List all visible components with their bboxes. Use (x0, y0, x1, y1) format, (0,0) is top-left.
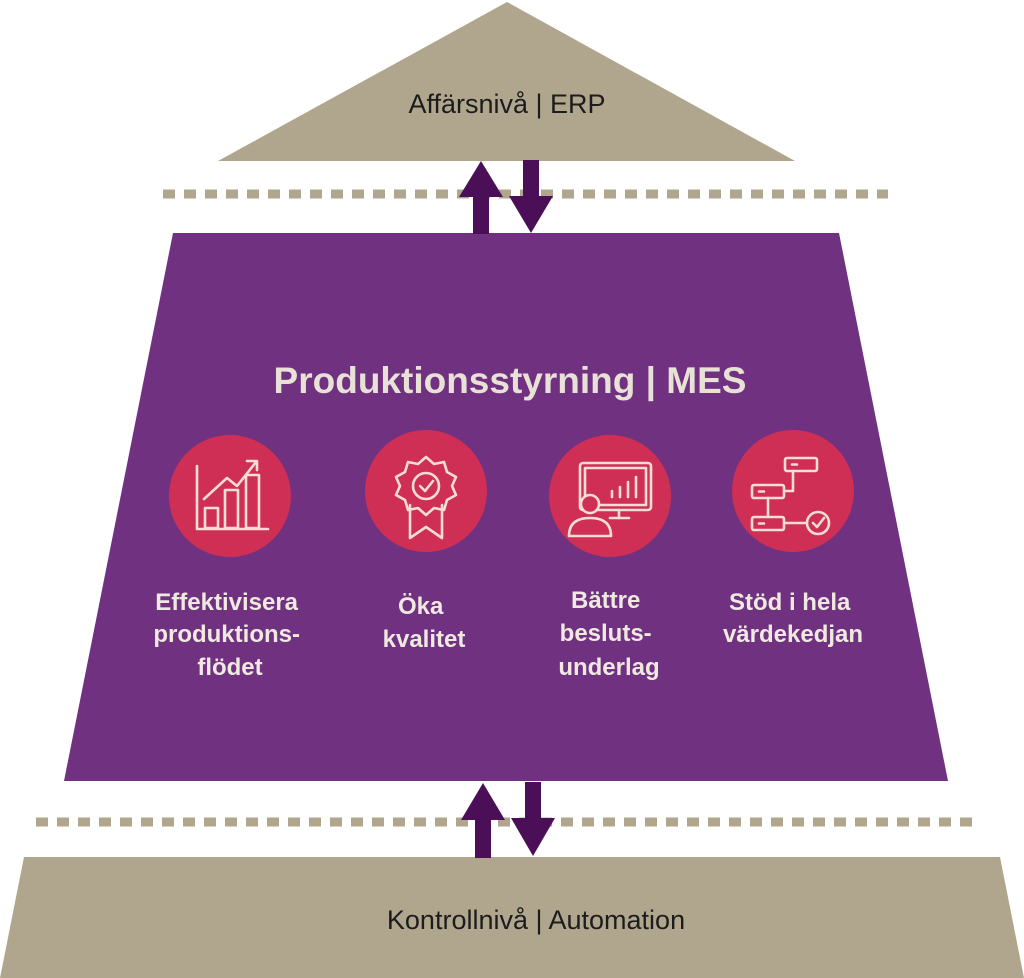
mes-automation-arrows (461, 782, 555, 858)
workflow-check-icon (750, 456, 831, 536)
arrow-down-icon (509, 160, 553, 233)
benefit-battre-beslutsunderlag (549, 435, 671, 557)
arrow-up-icon (459, 161, 503, 234)
benefit-caption-oka-kvalitet: Öka kvalitet (383, 593, 466, 653)
analytics-monitor-user-icon (567, 461, 653, 538)
mes-level-shape (64, 233, 948, 781)
erp-level-shape (218, 2, 795, 161)
bar-chart-growth-icon (195, 459, 270, 531)
erp-mes-arrows (459, 160, 553, 234)
quality-rosette-icon (394, 455, 458, 540)
benefit-caption-effektivisera: Effektivisera produktions- flödet (153, 589, 306, 681)
automation-level-shape (0, 857, 1024, 978)
benefit-caption-stod-vardekedjan: Stöd i hela värdekedjan (723, 589, 863, 648)
benefit-stod-vardekedjan (732, 430, 854, 552)
arrow-up-icon (461, 783, 505, 858)
benefit-oka-kvalitet (365, 430, 487, 552)
mes-level-title: Produktionsstyrning | MES (274, 360, 747, 402)
arrow-down-icon (511, 782, 555, 856)
benefit-caption-battre-beslutsunderlag: Bättre besluts- underlag (558, 587, 659, 681)
automation-level-label: Kontrollnivå | Automation (387, 905, 685, 935)
erp-level-label: Affärsnivå | ERP (408, 89, 605, 119)
benefit-icon-circle (169, 435, 291, 557)
benefit-effektivisera (169, 435, 291, 557)
benefit-icon-circle (549, 435, 671, 557)
